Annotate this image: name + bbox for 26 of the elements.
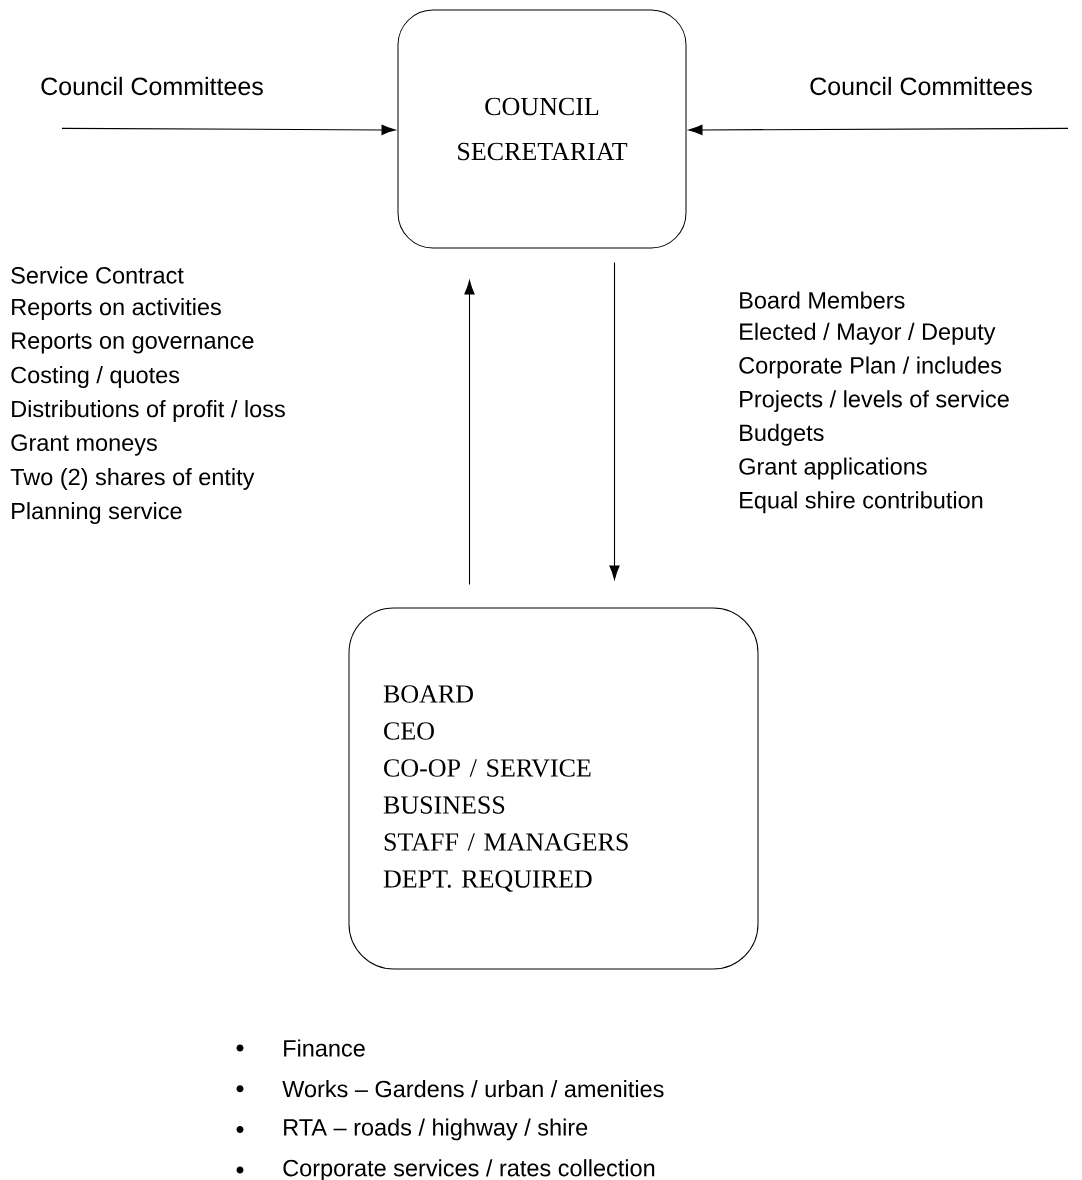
arrow [61,124,396,136]
list-item: Reports on activities [12,298,221,320]
list-item: Two (2) shares of entity [10,468,255,490]
bullet-item: Finance [236,1039,365,1057]
list-item: Grant moneys [11,434,157,456]
node-text: Council Committees [41,76,263,96]
list-item: Elected / Mayor / Deputy [740,322,996,345]
list-item: Distributions of profit / loss [12,400,285,422]
node-text: Council Committees [810,76,1032,96]
list-item: Service Contract [11,266,184,284]
arrow [609,261,620,580]
arrow [688,124,1069,136]
list-item: Costing / quotes [11,366,180,388]
list-item: Projects / levels of service [740,390,1009,413]
list-item: Planning service [12,502,182,524]
bullet-item: RTA – roads / highway / shire [236,1118,588,1141]
arrow [464,280,475,586]
list-item: Grant applications [739,457,927,480]
rounded-box: COUNCIL SECRETARIAT [397,9,687,249]
bullet-item: Works – Gardens / urban / amenities [236,1080,664,1098]
list-item: Budgets [740,423,824,446]
rounded-box: BOARD CEO CO-OP / SERVICE BUSINESS STAFF / MANAGERS DEPT. REQUIRED [348,607,759,970]
list-item: Corporate Plan / includes [739,356,1002,379]
list-item: Equal shire contribution [740,491,983,514]
list-item: Reports on governance [12,332,254,354]
list-item: Board Members [740,291,905,309]
